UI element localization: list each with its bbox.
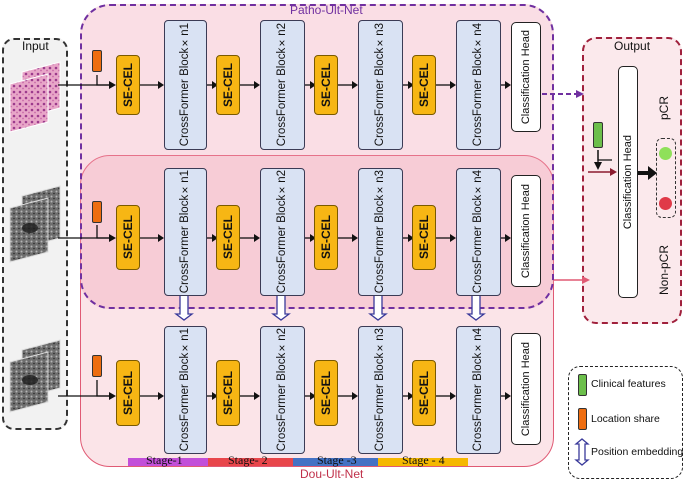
crossformer-block-r1-4: CrossFormer Block×n4 [456,20,501,150]
prediction-box [656,138,676,218]
se-cel-block-r3-1: SE-CEL [116,360,140,426]
clinical-features-legend-icon [578,374,587,396]
patho-to-output-arrow [542,90,584,98]
crossformer-block-r2-3: CrossFormer Block×n3 [358,168,403,296]
crossformer-block-r1-2: CrossFormer Block×n2 [260,20,305,150]
input-title: Input [22,39,49,53]
location-marker-row2 [92,201,102,223]
crossformer-block-r3-1: CrossFormer Block×n1 [164,326,207,454]
crossformer-block-r3-4: CrossFormer Block×n4 [456,326,501,454]
classification-head-r2: Classification Head [511,175,541,287]
stage-4-bar [378,458,468,466]
se-cel-block-r1-1: SE-CEL [116,55,140,115]
clinical-feature-marker-output [593,122,603,148]
clinical-features-legend-label: Clinical features [591,378,666,390]
histology-image-front [9,73,49,133]
non-pcr-label: Non-pCR [657,245,671,296]
se-cel-block-r3-2: SE-CEL [216,360,240,426]
crossformer-block-r3-3: CrossFormer Block×n3 [358,326,403,454]
stage-1-label: Stage-1 [146,453,183,467]
crossformer-block-r1-3: CrossFormer Block×n3 [358,20,403,150]
crossformer-block-r3-2: CrossFormer Block×n2 [260,326,305,454]
se-cel-block-r2-2: SE-CEL [216,205,240,270]
classification-head-r3: Classification Head [511,333,541,445]
patho-ult-net-title: Patho-Ult-Net [290,3,363,17]
non-pcr-dot [659,197,672,210]
dou-to-output-arrow [554,276,590,284]
se-cel-block-r1-3: SE-CEL [314,55,338,115]
classification-head-r1: Classification Head [511,22,541,132]
location-share-legend-icon [578,408,587,430]
se-cel-block-r2-4: SE-CEL [412,205,436,270]
se-cel-block-r3-3: SE-CEL [314,360,338,426]
output-classification-head: Classification Head [618,66,638,298]
pcr-label: pCR [657,96,671,121]
crossformer-block-r2-1: CrossFormer Block×n1 [164,168,207,296]
stage-4-label: Stage - 4 [402,453,445,467]
location-marker-row3 [92,355,102,377]
position-embedding-legend-label: Position embedding [591,446,684,458]
stage-3-bar [293,458,378,466]
pcr-dot [659,147,672,160]
crossformer-block-r2-2: CrossFormer Block×n2 [260,168,305,296]
crossformer-block-r1-1: CrossFormer Block×n1 [164,20,207,150]
stage-1-bar [128,458,208,466]
location-share-legend-label: Location share [591,413,660,425]
location-marker-row1 [92,50,102,72]
se-cel-block-r1-4: SE-CEL [412,55,436,115]
se-cel-block-r2-3: SE-CEL [314,205,338,270]
stage-3-label: Stage -3 [317,453,357,467]
output-title: Output [614,39,651,53]
crossformer-block-r2-4: CrossFormer Block×n4 [456,168,501,296]
stage-2-bar [208,458,293,466]
dou-ult-net-title: Dou-Ult-Net [300,467,364,481]
stage-2-label: Stage- 2 [228,453,268,467]
se-cel-block-r3-4: SE-CEL [412,360,436,426]
se-cel-block-r2-1: SE-CEL [116,205,140,270]
se-cel-block-r1-2: SE-CEL [216,55,240,115]
